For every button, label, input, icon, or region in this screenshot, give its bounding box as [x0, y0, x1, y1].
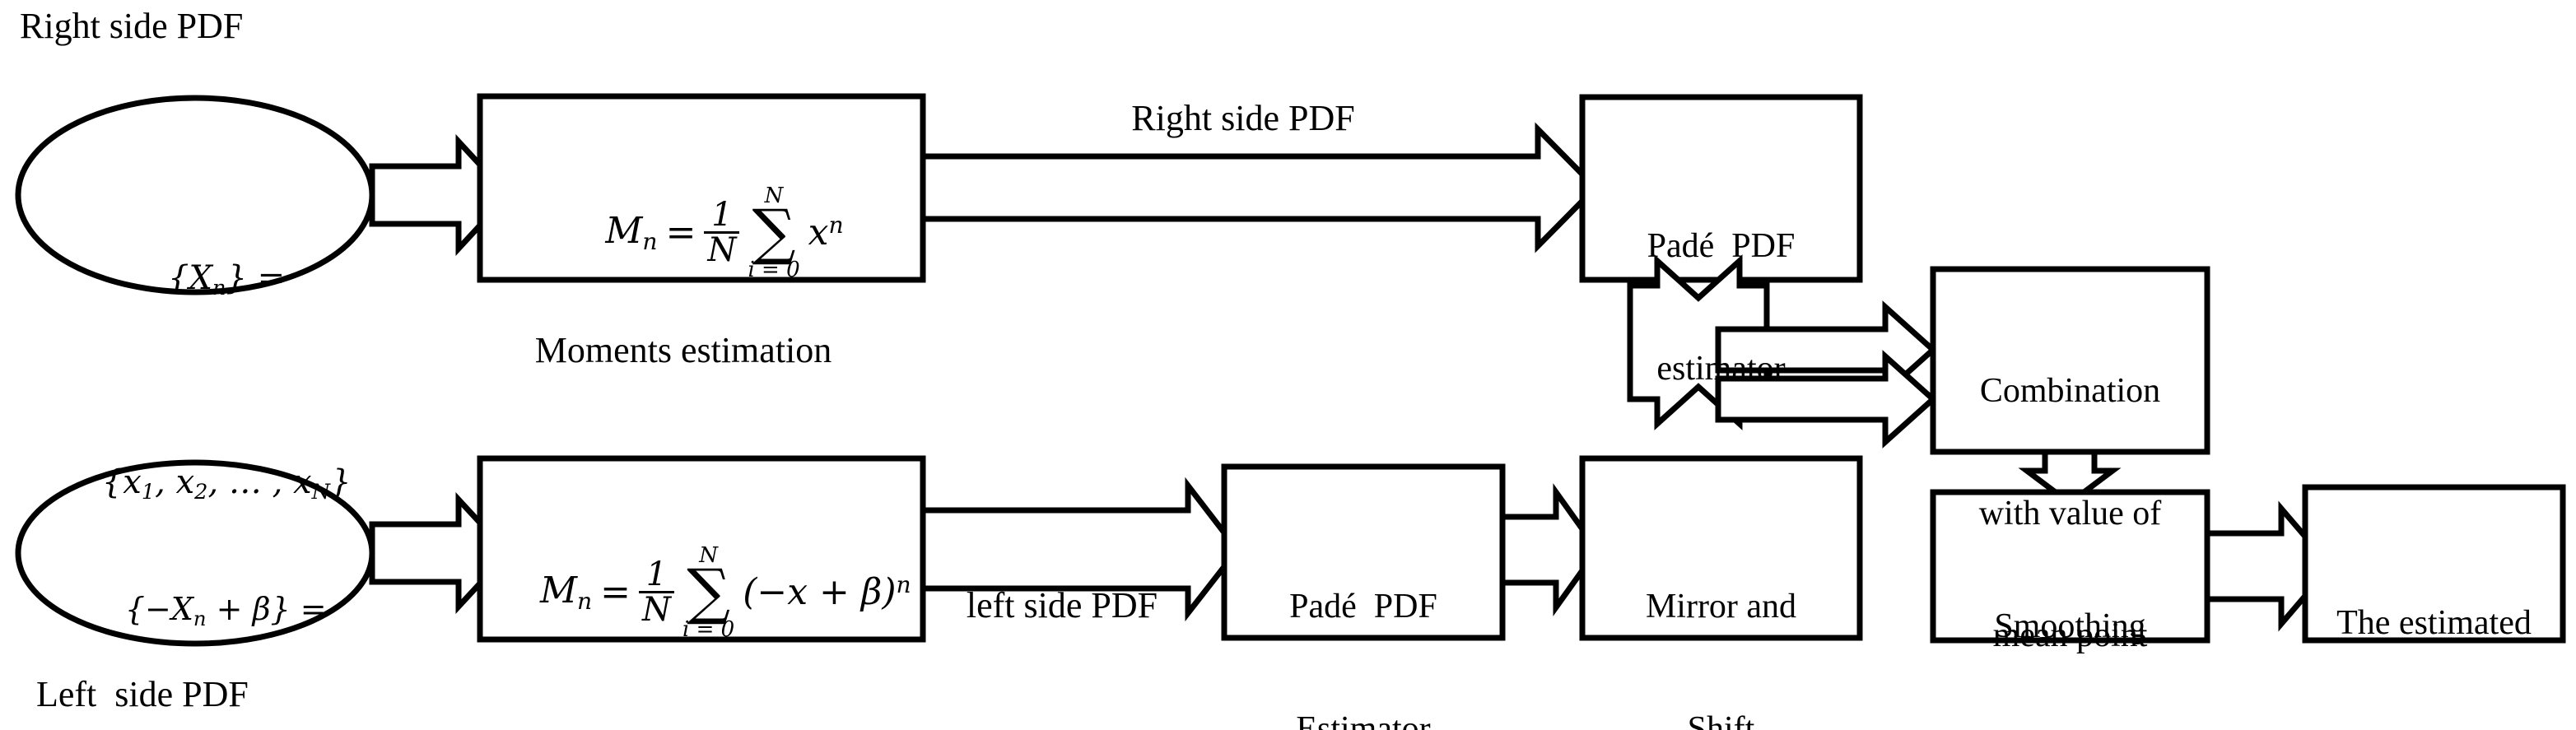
- combination-line-2: with value of: [1978, 494, 2162, 532]
- node-pade-bottom-label: Padé PDF Estimator: [1232, 505, 1494, 730]
- pade-bottom-line-1: Padé PDF: [1289, 588, 1437, 626]
- node-input-right-label: {Xn} = {x1, x2, … , xN}: [39, 138, 352, 626]
- caption-bottom-left: Left side PDF: [36, 674, 249, 714]
- caption-moments-estimation: Moments estimation: [534, 330, 832, 370]
- input-right-line-1: {Xn} =: [168, 259, 286, 301]
- node-moments-top-label: Mn = 1 N N ∑ i = 0 xn: [494, 142, 909, 323]
- input-left-line-1: {−Xn + β} =: [124, 591, 327, 630]
- mirror-shift-line-2: Shift: [1687, 709, 1755, 730]
- connector-label-right-side-pdf: Right side PDF: [1131, 98, 1355, 138]
- connector-moments-top-to-pade-top: [920, 122, 1600, 253]
- pade-top-line-1: Padé PDF: [1647, 227, 1796, 266]
- caption-top-left: Right side PDF: [20, 6, 244, 46]
- connector-combination-to-smoothing: [2018, 449, 2122, 507]
- moments-bottom-body: (−x + β)n: [743, 570, 911, 613]
- combination-line-1: Combination: [1979, 372, 2161, 411]
- moments-top-body: xn: [808, 211, 844, 253]
- node-combination-shape[interactable]: [1930, 266, 2210, 455]
- moments-bottom-summation: N ∑ i = 0: [682, 542, 735, 642]
- node-moments-top-shape[interactable]: [477, 93, 926, 283]
- node-estimated-pdf-shape[interactable]: [2302, 484, 2566, 644]
- moments-bottom-lhs: Mn: [539, 570, 593, 616]
- input-right-line-2: {x1, x2, … , xN}: [101, 463, 352, 505]
- estimated-pdf-line-2: PDF: [2312, 726, 2556, 730]
- smoothing-line-1: Smoothing: [1994, 607, 2146, 646]
- pade-top-line-2: estimator: [1656, 349, 1786, 388]
- node-mirror-shift-shape[interactable]: [1579, 455, 1863, 641]
- node-mirror-shift-label: Mirror and Shift: [1591, 505, 1852, 730]
- mirror-shift-line-1: Mirror and: [1645, 588, 1797, 626]
- connector-junction-to-combination-upper: [1715, 300, 1938, 399]
- connector-label-left-side-pdf: left side PDF: [966, 585, 1158, 625]
- moments-top-equals: =: [665, 211, 696, 253]
- connector-pade-bottom-to-mirror-shift: [1499, 483, 1601, 616]
- moments-top-lhs: Mn: [605, 210, 658, 256]
- node-pade-top-label: Padé PDF estimator: [1591, 145, 1852, 471]
- node-pade-top-shape[interactable]: [1579, 94, 1863, 283]
- node-moments-bottom-label: Mn = 1 N N ∑ i = 0 (−x + β)n: [494, 502, 911, 682]
- node-smoothing-label: Smoothing Algorithm: [1940, 525, 2201, 730]
- connector-moments-bottom-to-pade-bottom: [920, 477, 1241, 622]
- node-combination-label: Combination with value of mean point: [1940, 290, 2201, 730]
- node-input-left-label: {−Xn + β} = { −x1+β − x2+β … , −xN+β }: [39, 476, 353, 730]
- moments-bottom-equals: =: [600, 570, 631, 613]
- connector-junction-to-combination-lower: [1715, 350, 1938, 449]
- moments-top-fraction: 1 N: [704, 198, 740, 267]
- estimated-pdf-line-1: The estimated: [2336, 604, 2532, 643]
- combination-line-3: mean point: [1992, 616, 2148, 655]
- node-estimated-pdf-label: The estimated PDF: [2312, 522, 2556, 730]
- moments-bottom-fraction: 1 N: [639, 558, 675, 626]
- moments-top-summation: N ∑ i = 0: [748, 183, 800, 282]
- pade-bottom-line-2: Estimator: [1296, 709, 1431, 730]
